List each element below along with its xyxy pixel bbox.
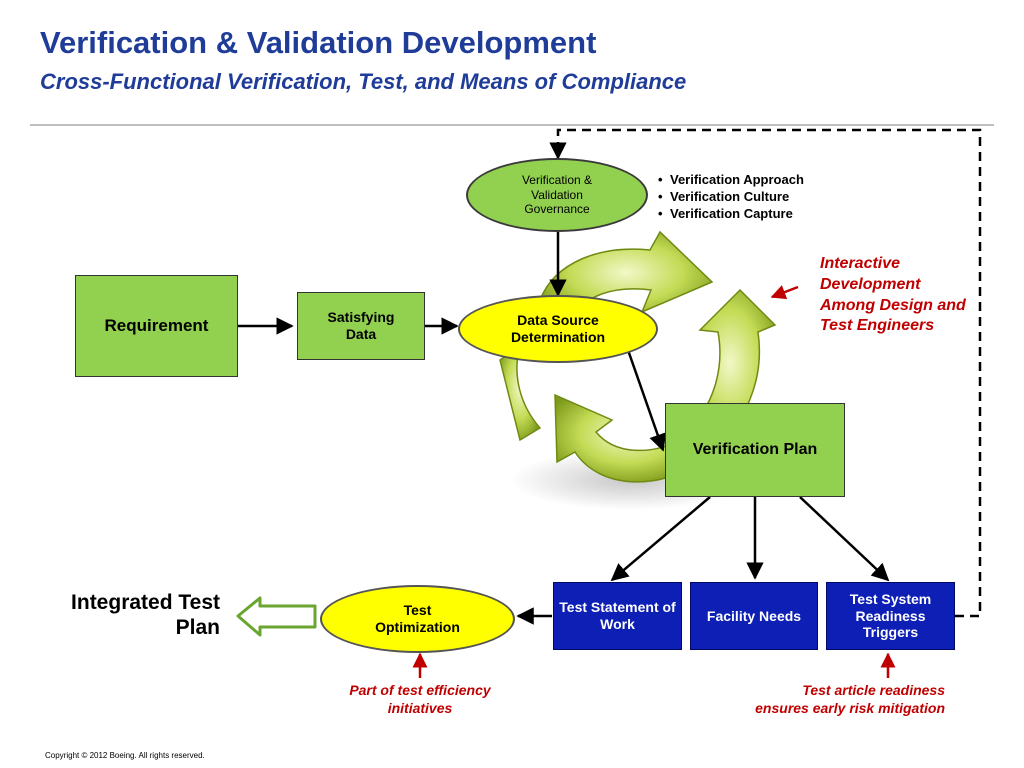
- facility-needs-box: Facility Needs: [690, 582, 818, 650]
- verification-plan-label: Verification Plan: [692, 441, 818, 459]
- page-title: Verification & Validation Development: [40, 25, 597, 60]
- satisfying-data-box: Satisfying Data: [297, 292, 425, 360]
- title-divider: [30, 124, 994, 126]
- copyright-footer: Copyright © 2012 Boeing. All rights rese…: [45, 751, 205, 760]
- integrated-test-plan-label: Integrated Test Plan: [71, 591, 220, 640]
- requirement-label: Requirement: [104, 315, 209, 335]
- readiness-triggers-label: Test System Readiness Triggers: [849, 590, 932, 641]
- hollow-left-arrow-icon: [236, 596, 317, 637]
- data-source-node: Data Source Determination: [458, 295, 658, 363]
- readiness-note: Test article readiness ensures early ris…: [755, 682, 945, 717]
- facility-needs-label: Facility Needs: [706, 607, 802, 624]
- governance-bullet-list: Verification Approach Verification Cultu…: [658, 171, 804, 222]
- arrow-plan-to-triggers: [799, 496, 890, 582]
- bullet-verification-capture: Verification Capture: [658, 205, 804, 222]
- efficiency-note: Part of test efficiency initiatives: [349, 682, 491, 717]
- test-statement-label: Test Statement of Work: [559, 599, 676, 632]
- readiness-triggers-box: Test System Readiness Triggers: [826, 582, 955, 650]
- connector-arrows: [238, 232, 890, 625]
- test-optimization-label: Test Optimization: [375, 602, 460, 635]
- satisfying-data-label: Satisfying Data: [327, 309, 395, 342]
- governance-label: Verification & Validation Governance: [521, 173, 593, 217]
- test-optimization-node: Test Optimization: [320, 585, 515, 653]
- data-source-label: Data Source Determination: [510, 312, 606, 345]
- interactive-development-note: Interactive Development Among Design and…: [820, 255, 966, 335]
- bullet-verification-approach: Verification Approach: [658, 171, 804, 188]
- verification-plan-box: Verification Plan: [665, 403, 845, 497]
- bullet-verification-culture: Verification Culture: [658, 188, 804, 205]
- governance-node: Verification & Validation Governance: [466, 158, 648, 232]
- requirement-box: Requirement: [75, 275, 238, 377]
- page-subtitle: Cross-Functional Verification, Test, and…: [40, 69, 687, 94]
- arrow-plan-to-statement: [610, 496, 711, 582]
- feedback-loop-dashed: [549, 128, 982, 618]
- arrow-source-to-plan: [626, 349, 667, 452]
- test-statement-box: Test Statement of Work: [553, 582, 682, 650]
- annotation-arrow-interactive: [770, 285, 799, 300]
